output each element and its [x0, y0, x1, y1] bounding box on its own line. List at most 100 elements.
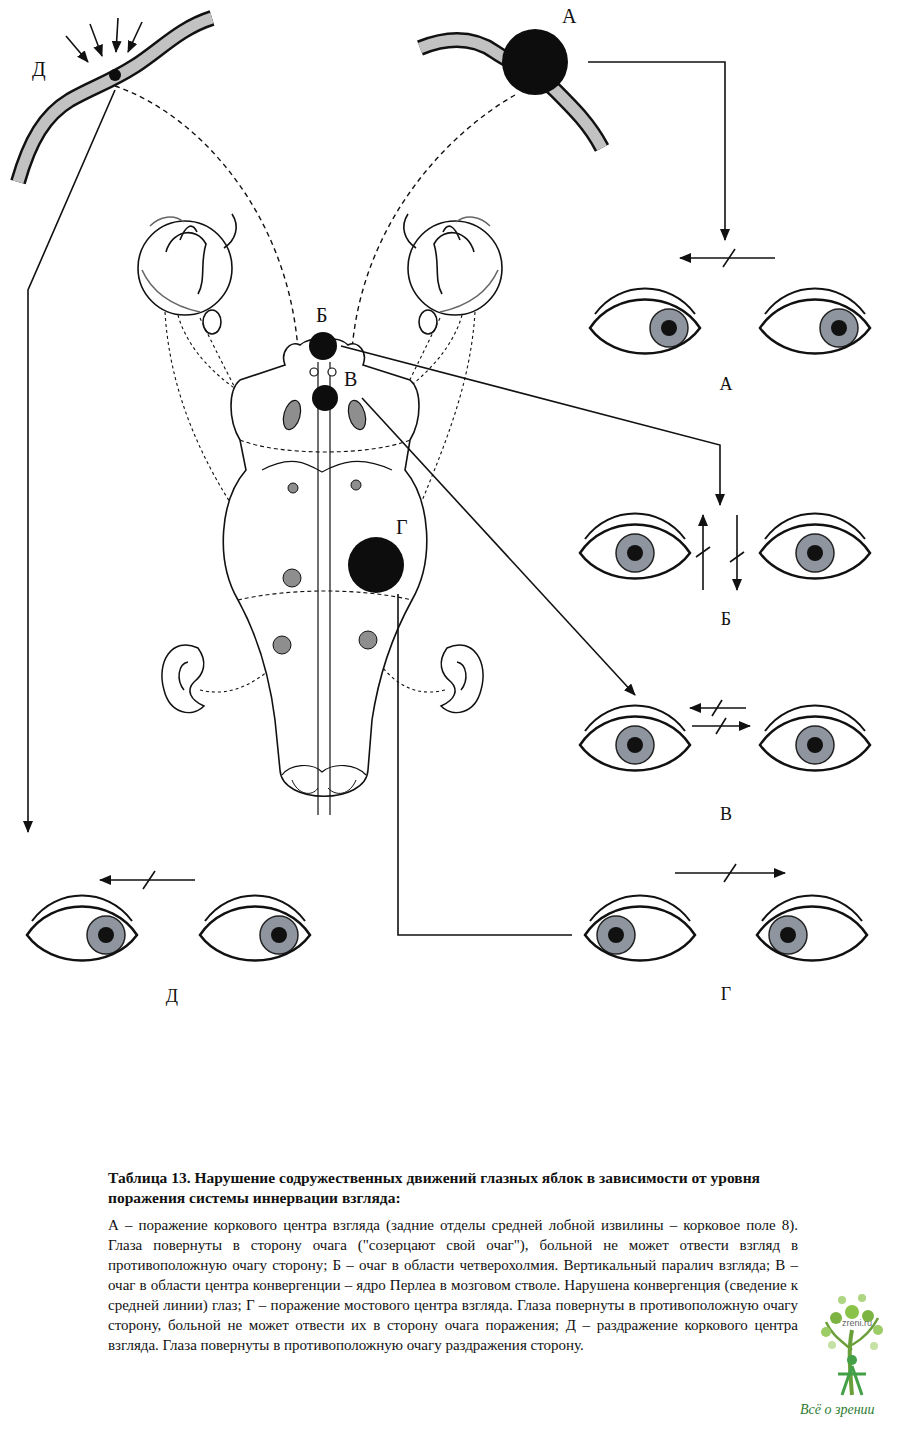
gaze-arrow-part [723, 249, 735, 267]
eye-part [260, 916, 298, 954]
brainstem-part [288, 483, 298, 493]
eye [580, 514, 690, 579]
eye-part-part [627, 737, 643, 753]
ear-part [179, 662, 188, 690]
eye [757, 896, 867, 961]
eye-part-part [271, 927, 287, 943]
eyeball-part [456, 217, 490, 226]
eye-part [765, 514, 865, 540]
brainstem-part [292, 780, 356, 793]
eye [760, 289, 870, 354]
lesion-dot [312, 385, 338, 411]
lesion-letter: Д [32, 58, 46, 80]
eye-part [769, 916, 807, 954]
eye-part-part [807, 737, 823, 753]
irritation-arrows-part [90, 24, 102, 56]
panel-letter: А [572, 375, 880, 395]
eye-part-part [780, 927, 796, 943]
eyeball [138, 214, 236, 334]
eyeball-part [224, 214, 236, 248]
irritation-arrows-part [116, 18, 118, 52]
eye-part [200, 907, 310, 961]
eye-part [760, 525, 870, 579]
logo-part [838, 1366, 866, 1395]
ear-part [457, 662, 466, 690]
gaze-pathway [115, 86, 515, 350]
logo [821, 1294, 883, 1395]
brainstem-part [310, 368, 318, 376]
eye-part-part [769, 916, 807, 954]
logo-part [821, 1327, 831, 1337]
eye-part-part [627, 545, 643, 561]
eye-part [760, 717, 870, 771]
brainstem-part [282, 766, 366, 775]
eye-part [27, 907, 137, 961]
gaze-arrow-part [730, 552, 744, 562]
eyeball-part [138, 221, 232, 315]
ear-part [162, 645, 204, 713]
logo-part [870, 1342, 878, 1350]
eye-part [27, 907, 137, 961]
eye-part-part [616, 534, 654, 572]
brainstem-part [351, 480, 361, 490]
eye-part-part [796, 534, 834, 572]
eye-part-part [807, 545, 823, 561]
eye [27, 896, 137, 961]
lesion-dot [348, 537, 404, 593]
brainstem-part [273, 636, 291, 654]
eye-part-part [661, 320, 677, 336]
eye-part-part [87, 916, 125, 954]
eye [200, 896, 310, 961]
brainstem-part [280, 398, 303, 431]
gaze-arrow-part [712, 700, 722, 716]
eye-part [585, 514, 685, 540]
eye-part [760, 300, 870, 354]
lesion-letter: В [344, 368, 357, 390]
eye-panel: А [572, 240, 880, 395]
eye [585, 896, 695, 961]
eye-part [590, 300, 700, 354]
eyeball-part [180, 226, 197, 240]
eye-part [585, 907, 695, 961]
brainstem-part [317, 362, 318, 815]
gaze-arrow [100, 249, 785, 889]
eyeball-part [443, 226, 460, 240]
brainstem-part [223, 338, 426, 796]
logo-part [858, 1294, 866, 1302]
eyeball-part [150, 217, 184, 226]
eyeball-part [166, 233, 206, 294]
eye-part [590, 896, 690, 922]
eye-part-part [650, 309, 688, 347]
connector-arrow [341, 346, 720, 505]
eye-panel: Б [572, 505, 880, 630]
connector-arrow [28, 90, 115, 832]
eye-part-part [260, 916, 298, 954]
eye-part-part [796, 726, 834, 764]
irritation-arrows-part [128, 22, 142, 52]
eye-part [616, 534, 654, 572]
eye-part-part [98, 927, 114, 943]
eye-part [200, 907, 310, 961]
brainstem-part [238, 591, 412, 600]
eye-part-part [616, 726, 654, 764]
gaze-pathway-part [115, 86, 298, 350]
lesion-letter: Б [316, 304, 327, 326]
gaze-arrow-part [100, 879, 195, 881]
eye-part [580, 525, 690, 579]
watermark-text: Всё о зрении [800, 1402, 875, 1418]
brainstem-part [283, 569, 301, 587]
eye-part-part [831, 320, 847, 336]
eye-part [32, 896, 132, 922]
eye-part [760, 717, 870, 771]
eye-part-part [597, 916, 635, 954]
eye [590, 289, 700, 354]
eye-part [87, 916, 125, 954]
lesion-letter: Г [396, 516, 408, 538]
logo-part [847, 1355, 857, 1365]
gaze-arrow-part [680, 257, 775, 259]
logo-part [873, 1325, 883, 1335]
logo-part [830, 1312, 842, 1324]
eye-part [616, 726, 654, 764]
eyeball-part [142, 270, 200, 312]
eye-part [580, 525, 690, 579]
